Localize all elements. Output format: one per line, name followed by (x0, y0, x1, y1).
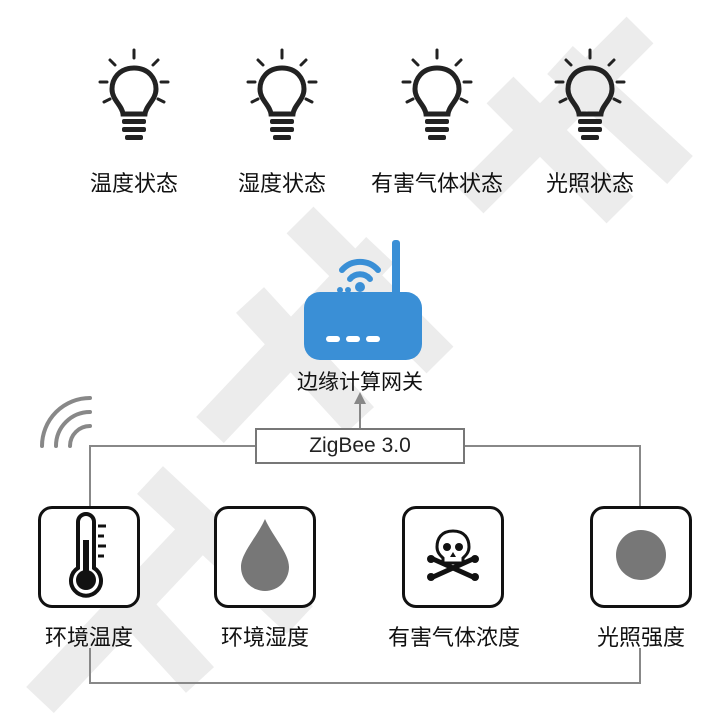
wireless-signal-icon (36, 392, 96, 448)
water-drop-icon (235, 515, 295, 599)
sensor-card-humidity (214, 506, 316, 608)
sensor-card-harmful-gas (402, 506, 504, 608)
sensor-label-light: 光照强度 (596, 626, 685, 651)
protocol-box: ZigBee 3.0 (255, 428, 465, 464)
sensor-label-harmful-gas: 有害气体浓度 (387, 626, 520, 651)
sensor-label-humidity: 环境湿度 (220, 626, 309, 651)
lightbulb-icon (397, 46, 477, 142)
thermometer-icon (64, 512, 114, 602)
skull-crossbones-icon (425, 527, 481, 587)
lightbulb-icon (94, 46, 174, 142)
output-label-light: 光照状态 (545, 172, 634, 197)
router-icon (300, 236, 424, 364)
lightbulb-icon (242, 46, 322, 142)
output-label-temperature: 温度状态 (89, 172, 178, 197)
sensor-card-temperature (38, 506, 140, 608)
output-label-humidity: 湿度状态 (237, 172, 326, 197)
lightbulb-icon (550, 46, 630, 142)
sensor-card-light (590, 506, 692, 608)
circle-icon (614, 528, 668, 586)
gateway-label: 边缘计算网关 (297, 370, 423, 394)
protocol-label: ZigBee 3.0 (309, 434, 411, 457)
output-label-harmful-gas: 有害气体状态 (370, 172, 503, 197)
sensor-label-temperature: 环境温度 (44, 626, 133, 651)
